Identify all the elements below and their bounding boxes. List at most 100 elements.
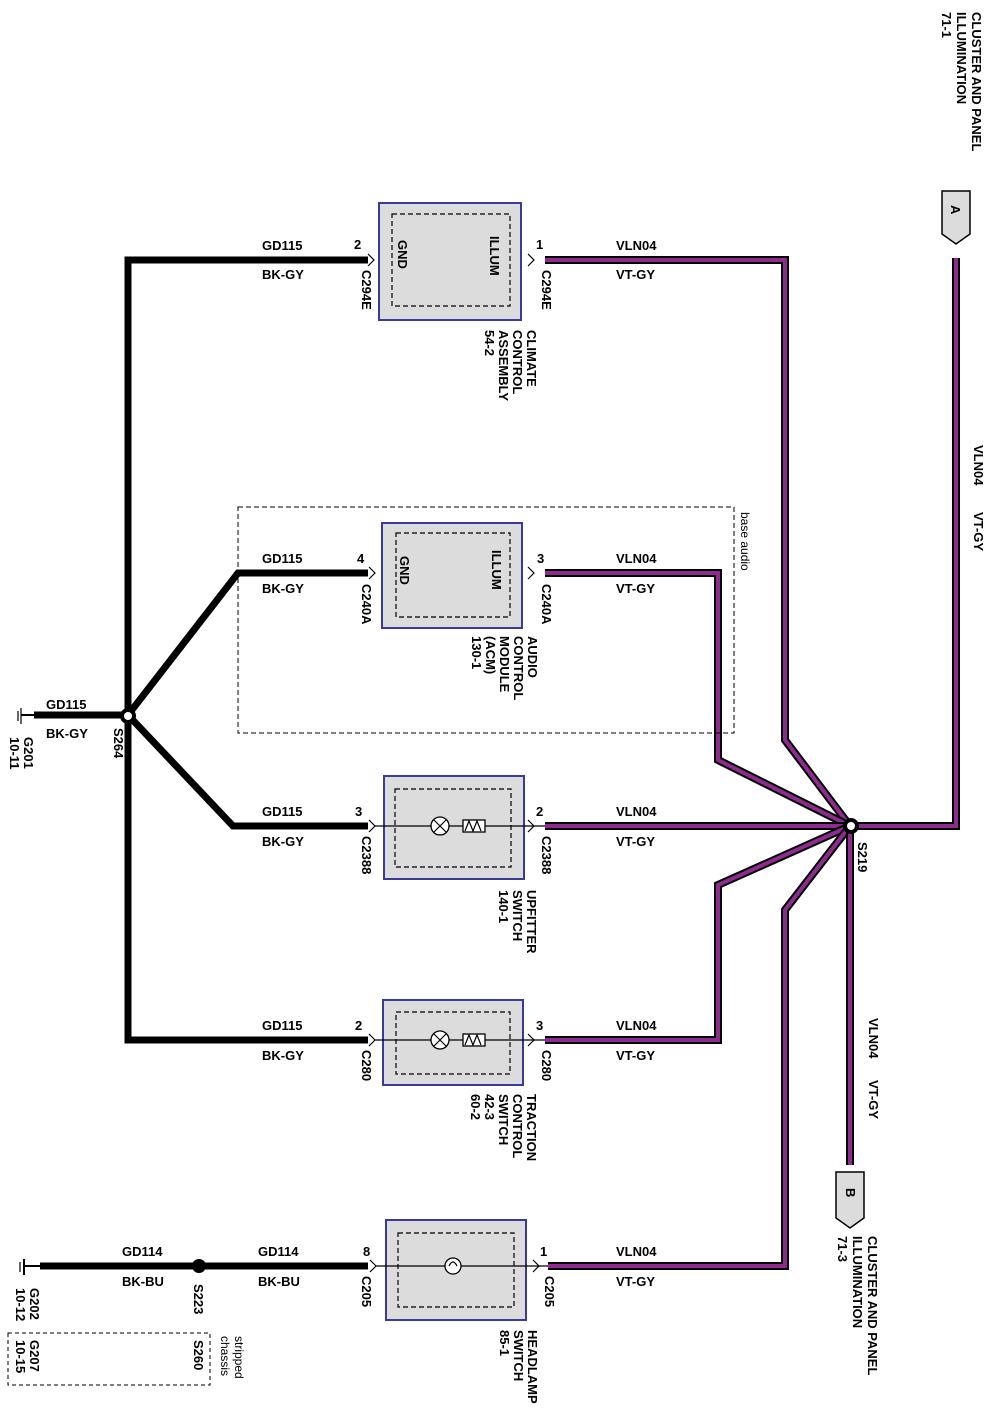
svg-text:AUDIO: AUDIO <box>525 636 540 678</box>
svg-text:BK-GY: BK-GY <box>262 1048 304 1063</box>
gnd-wire-upfitter <box>125 712 368 830</box>
svg-text:BK-GY: BK-GY <box>262 581 304 596</box>
svg-text:GD115: GD115 <box>262 238 302 253</box>
svg-text:C280: C280 <box>359 1050 374 1081</box>
svg-text:CLIMATE: CLIMATE <box>524 330 539 387</box>
svg-text:ASSEMBLY: ASSEMBLY <box>496 330 511 401</box>
svg-text:C294E: C294E <box>359 270 374 310</box>
svg-text:C205: C205 <box>542 1276 557 1307</box>
audio-gnd-pin-label: GND <box>397 556 412 585</box>
svg-text:GD114: GD114 <box>258 1244 299 1259</box>
ground-g201: G201 10-11 GD115 BK-GY <box>7 697 88 770</box>
svg-text:2: 2 <box>354 237 361 252</box>
svg-text:ILLUMINATION: ILLUMINATION <box>954 12 969 104</box>
component-climate-control: GND ILLUM CLIMATE CONTROL ASSEMBLY 54-2 … <box>262 202 657 401</box>
svg-text:3: 3 <box>355 804 362 819</box>
svg-text:VT-GY: VT-GY <box>616 267 655 282</box>
ground-g202: G202 10-12 <box>13 1259 42 1321</box>
svg-text:VT-GY: VT-GY <box>616 834 655 849</box>
svg-text:C280: C280 <box>539 1050 554 1081</box>
svg-text:C2388: C2388 <box>539 836 554 874</box>
connector-a-title: CLUSTER AND PANEL <box>969 12 984 151</box>
svg-text:GD115: GD115 <box>46 697 86 712</box>
splice-s264-label: S264 <box>111 728 126 759</box>
svg-text:BK-GY: BK-GY <box>262 267 304 282</box>
svg-text:UPFITTER: UPFITTER <box>524 890 539 954</box>
svg-text:C2388: C2388 <box>359 836 374 874</box>
splice-s219-label: S219 <box>855 842 870 872</box>
svg-text:3: 3 <box>537 551 544 566</box>
svg-text:SWITCH: SWITCH <box>510 890 525 941</box>
svg-text:VLN04: VLN04 <box>616 804 657 819</box>
svg-text:ILLUMINATION: ILLUMINATION <box>850 1236 865 1328</box>
svg-text:8: 8 <box>363 1244 370 1259</box>
connector-a-wire-color: VT-GY <box>971 512 986 551</box>
svg-text:140-1: 140-1 <box>496 890 511 923</box>
svg-text:10-11: 10-11 <box>7 737 22 770</box>
svg-text:C294E: C294E <box>539 270 554 310</box>
illum-wire-audio <box>545 571 851 828</box>
svg-text:4: 4 <box>357 551 365 566</box>
audio-illum-pin-label: ILLUM <box>489 550 504 590</box>
svg-text:VLN04: VLN04 <box>616 1018 657 1033</box>
connector-b-letter: B <box>843 1188 858 1197</box>
svg-text:CONTROL: CONTROL <box>511 636 526 700</box>
svg-text:VT-GY: VT-GY <box>616 1048 655 1063</box>
component-audio-control: GND ILLUM AUDIO CONTROL MODULE (ACM) 130… <box>262 522 657 700</box>
svg-text:C240A: C240A <box>539 584 554 625</box>
svg-text:10-15: 10-15 <box>13 1340 28 1373</box>
svg-text:(ACM): (ACM) <box>483 636 498 674</box>
splice-s223-dot <box>192 1259 206 1273</box>
svg-text:71-1: 71-1 <box>939 12 954 38</box>
component-upfitter-switch: UPFITTER SWITCH 140-1 3 2 C2388 C2388 GD… <box>262 775 657 954</box>
svg-text:CONTROL: CONTROL <box>510 1094 525 1158</box>
base-audio-region <box>237 506 735 734</box>
gnd-wire-traction <box>124 715 368 1044</box>
connector-a: A CLUSTER AND PANEL ILLUMINATION 71-1 VL… <box>939 12 986 551</box>
svg-text:MODULE: MODULE <box>497 636 512 693</box>
svg-text:HEADLAMP: HEADLAMP <box>525 1330 540 1404</box>
svg-text:54-2: 54-2 <box>482 330 497 356</box>
stripped-chassis-group: G207 10-15 S260 stripped chassis <box>7 1332 246 1386</box>
svg-text:TRACTION: TRACTION <box>524 1094 539 1161</box>
svg-text:chassis: chassis <box>218 1336 232 1376</box>
svg-text:C205: C205 <box>359 1276 374 1307</box>
svg-text:VT-GY: VT-GY <box>616 1274 655 1289</box>
svg-text:BK-BU: BK-BU <box>122 1274 164 1289</box>
svg-text:GD115: GD115 <box>262 1018 302 1033</box>
traction-resistor-icon <box>462 1033 486 1047</box>
svg-text:GD114: GD114 <box>122 1244 163 1259</box>
splice-s223-label: S223 <box>191 1284 206 1314</box>
svg-text:1: 1 <box>536 237 543 252</box>
svg-text:BK-GY: BK-GY <box>46 726 88 741</box>
svg-text:stripped: stripped <box>232 1336 246 1379</box>
illum-wire-upfitter-a <box>545 258 958 828</box>
svg-text:2: 2 <box>536 804 543 819</box>
climate-illum-pin-label: ILLUM <box>487 236 502 276</box>
illum-wire-traction <box>545 824 851 1042</box>
svg-text:SWITCH: SWITCH <box>511 1330 526 1381</box>
svg-text:VT-GY: VT-GY <box>616 581 655 596</box>
svg-text:10-12: 10-12 <box>13 1288 28 1321</box>
illum-wire-climate <box>545 258 852 828</box>
svg-text:VLN04: VLN04 <box>616 1244 657 1259</box>
svg-text:C240A: C240A <box>359 584 374 625</box>
illum-wire-headlamp <box>548 824 852 1268</box>
component-headlamp-switch: HEADLAMP SWITCH 85-1 8 1 C205 C205 GD114… <box>122 1219 657 1404</box>
svg-text:VLN04: VLN04 <box>616 238 657 253</box>
svg-text:G207: G207 <box>27 1340 42 1372</box>
svg-text:BK-GY: BK-GY <box>262 834 304 849</box>
headlamp-bulb-icon <box>444 1257 462 1275</box>
svg-text:3: 3 <box>536 1018 543 1033</box>
climate-gnd-pin-label: GND <box>395 240 410 269</box>
svg-text:42-3: 42-3 <box>482 1094 497 1120</box>
gnd-wire-climate <box>124 256 368 715</box>
connector-b: B CLUSTER AND PANEL ILLUMINATION 71-3 VL… <box>835 1018 881 1375</box>
ground-wires <box>34 256 368 1270</box>
connector-a-letter: A <box>948 205 963 215</box>
svg-text:1: 1 <box>540 1244 547 1259</box>
svg-text:S260: S260 <box>191 1340 206 1370</box>
svg-text:GD115: GD115 <box>262 551 302 566</box>
svg-text:SWITCH: SWITCH <box>496 1094 511 1145</box>
